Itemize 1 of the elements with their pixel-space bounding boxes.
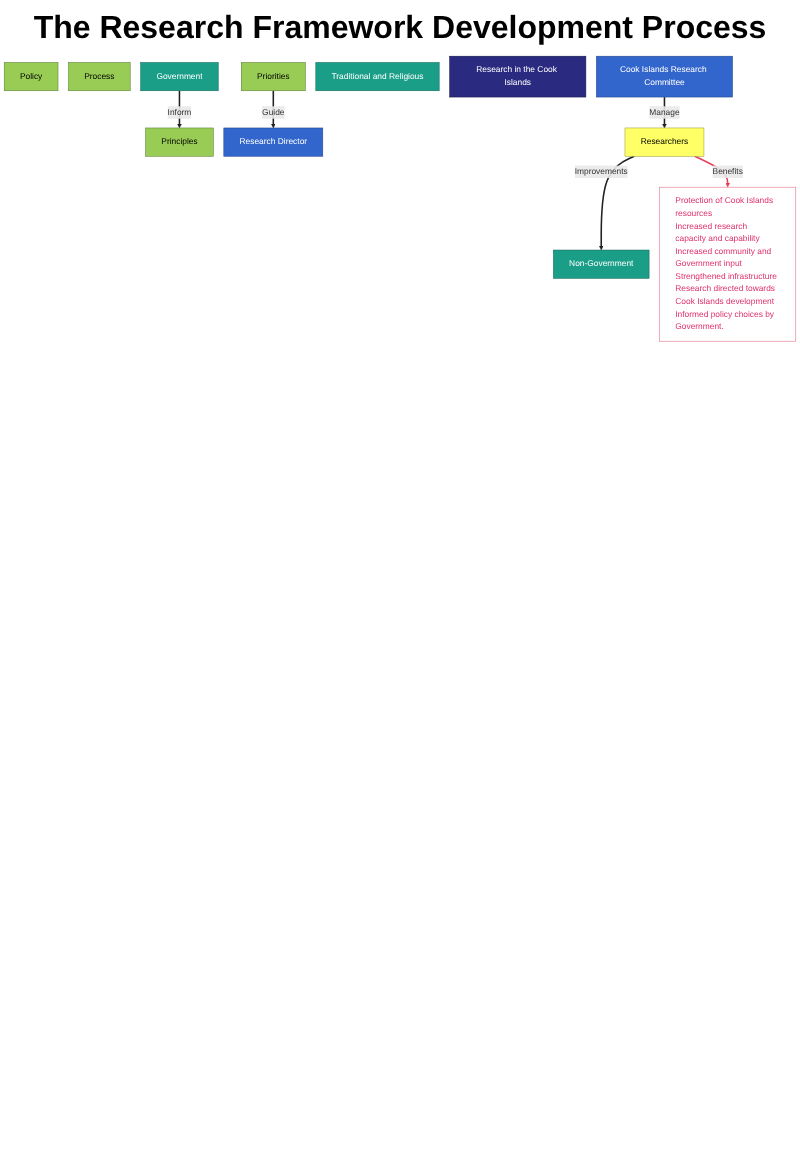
title: The Research Framework Development Process (31, 12, 769, 48)
